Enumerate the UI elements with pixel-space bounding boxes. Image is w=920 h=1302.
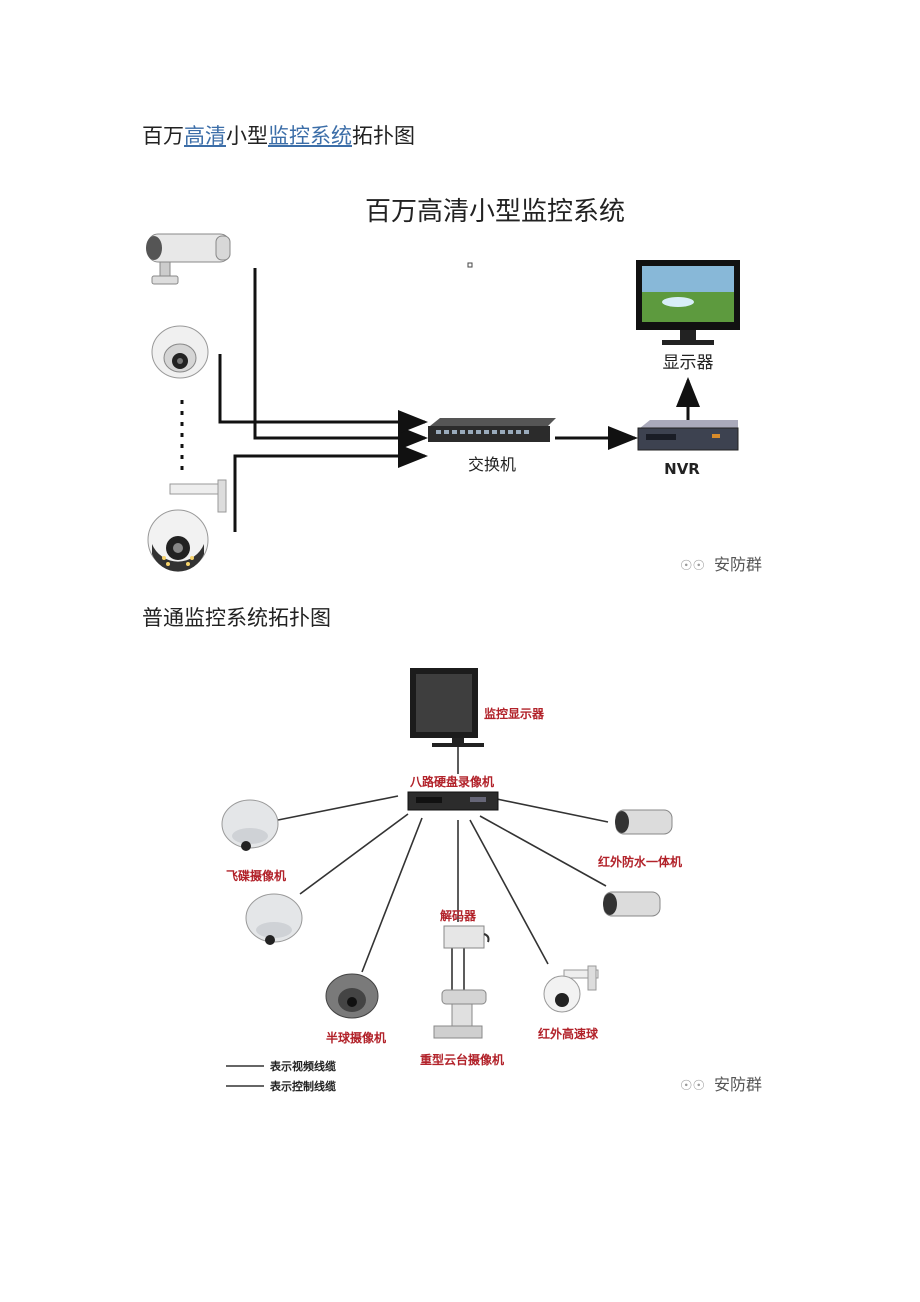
decoder-icon — [443, 925, 490, 949]
standard-topology-diagram: 监控显示器 八路硬盘录像机 飞碟摄像机 半球摄像机 解码器 — [140, 654, 780, 1114]
wechat-icon: ☉☉ — [680, 1078, 705, 1094]
dome-camera-icon — [151, 325, 209, 379]
speed-dome-camera-icon — [543, 965, 599, 1013]
dvr-label: 八路硬盘录像机 — [409, 774, 494, 789]
caption-text: 百万 — [142, 124, 184, 148]
caption-text: 小型 — [226, 124, 268, 148]
network-switch-icon — [428, 418, 556, 442]
legend-video-cable: 表示视频线缆 — [269, 1059, 336, 1073]
half-dome-camera-icon — [325, 973, 379, 1019]
watermark: ☉☉ 安防群 — [680, 1075, 762, 1094]
nvr-label: NVR — [664, 460, 700, 478]
video-connection-lines — [218, 268, 700, 532]
wechat-icon: ☉☉ — [680, 558, 705, 574]
nvr-icon — [637, 420, 739, 451]
cable-legend: 表示视频线缆 表示控制线缆 — [226, 1059, 336, 1093]
caption-link-hd[interactable]: 高清 — [184, 124, 226, 148]
monitor-icon — [410, 668, 484, 747]
heavy-ptz-label: 重型云台摄像机 — [420, 1052, 504, 1067]
ir-bullet-camera-icon — [615, 809, 673, 835]
caption-text: 拓扑图 — [352, 124, 415, 148]
ir-bullet-camera-icon — [603, 891, 661, 917]
watermark-text: 安防群 — [714, 1075, 762, 1094]
decoder-label: 解码器 — [440, 908, 477, 923]
ir-camera-label: 红外防水一体机 — [598, 854, 682, 869]
hd-topology-figure: 百万高清小型监控系统 — [140, 162, 780, 590]
switch-label: 交换机 — [468, 455, 516, 474]
standard-topology-figure: 监控显示器 八路硬盘录像机 飞碟摄像机 半球摄像机 解码器 — [140, 654, 780, 1114]
half-dome-label: 半球摄像机 — [326, 1030, 386, 1045]
legend-control-cable: 表示控制线缆 — [269, 1079, 336, 1093]
heavy-ptz-camera-icon — [433, 989, 487, 1039]
monitor-icon — [636, 260, 740, 345]
cable-lines — [277, 744, 609, 1002]
caption-link-monitoring-system[interactable]: 监控系统 — [268, 124, 352, 148]
ufo-camera-icon — [245, 893, 303, 945]
ufo-camera-label: 飞碟摄像机 — [226, 868, 286, 883]
ufo-camera-icon — [221, 799, 279, 851]
hd-topology-diagram: 百万高清小型监控系统 — [140, 162, 780, 590]
watermark-text: 安防群 — [714, 555, 762, 574]
figure2-caption: 普通监控系统拓扑图 — [142, 606, 331, 630]
figure1-caption: 百万高清小型监控系统拓扑图 — [142, 126, 415, 147]
watermark: ☉☉ 安防群 — [680, 555, 762, 574]
stray-mark — [467, 262, 473, 268]
monitor-label: 监控显示器 — [484, 706, 545, 721]
speed-dome-label: 红外高速球 — [538, 1026, 599, 1041]
dvr-icon — [407, 791, 499, 811]
monitor-label: 显示器 — [663, 353, 714, 373]
diagram-title: 百万高清小型监控系统 — [365, 197, 625, 227]
ptz-camera-icon — [147, 479, 227, 572]
bullet-camera-icon — [146, 233, 231, 285]
